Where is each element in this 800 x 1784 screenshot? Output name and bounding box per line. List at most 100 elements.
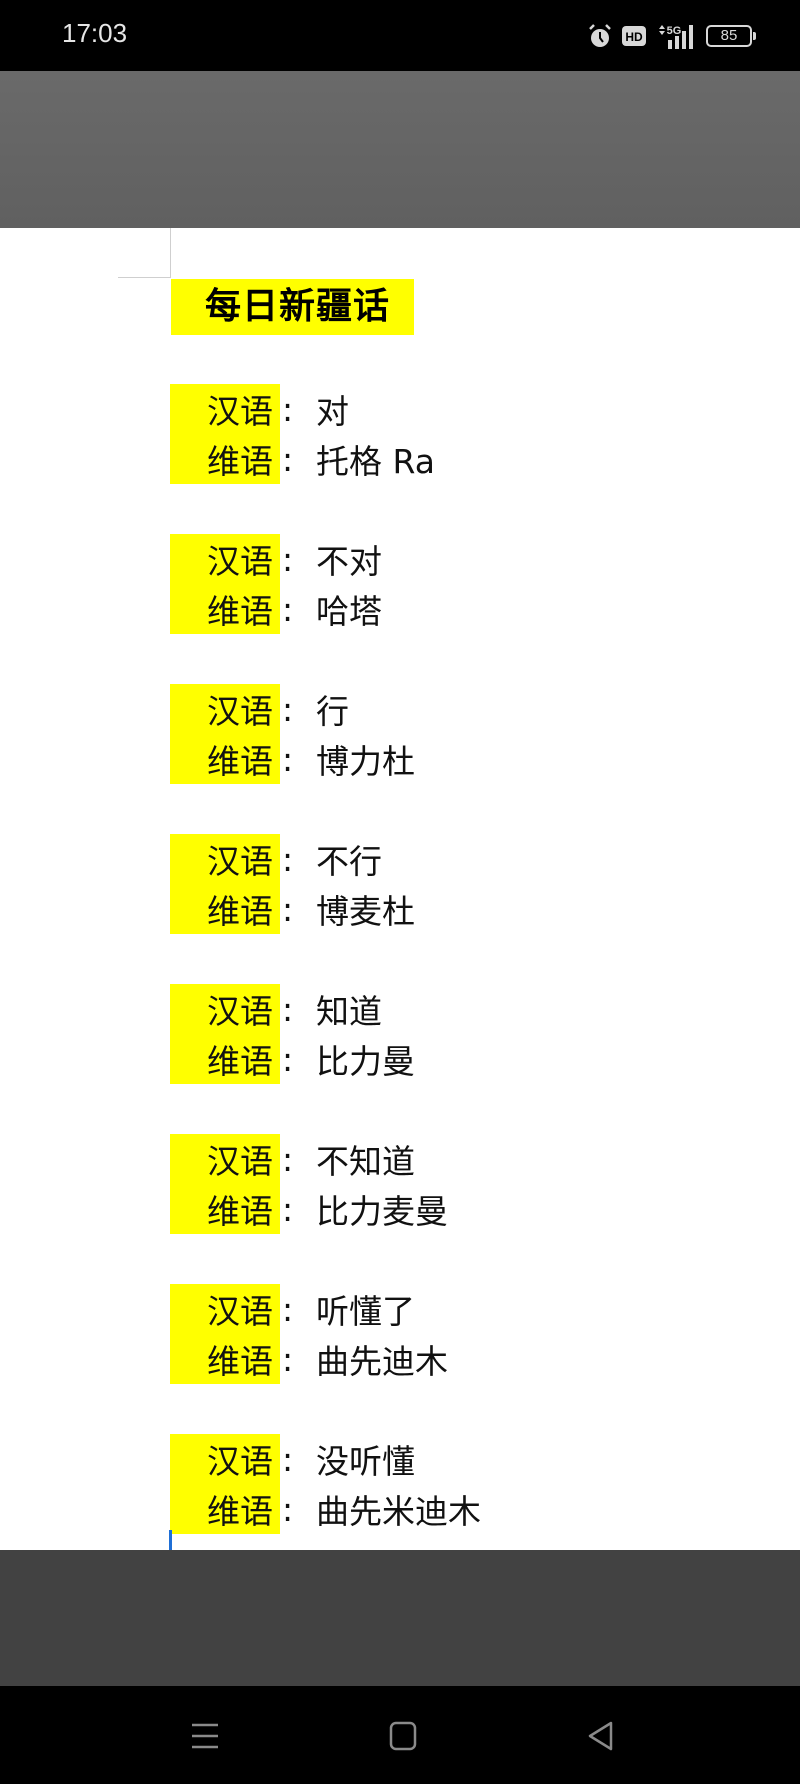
uyghur-value: 托格 Ra xyxy=(316,442,435,481)
chinese-row: 汉语 : 听懂了 xyxy=(170,1284,730,1334)
uyghur-value: 曲先迪木 xyxy=(316,1342,448,1381)
vocab-entry: 汉语 : 对 维语 : 托格 Ra xyxy=(170,384,730,484)
status-bar: 17:03 HD 5G xyxy=(0,0,800,71)
back-button[interactable] xyxy=(580,1716,620,1756)
vocab-entry: 汉语 : 没听懂 维语 : 曲先米迪木 xyxy=(170,1434,730,1534)
uyghur-label: 维语 xyxy=(207,742,273,781)
uyghur-row: 维语 : 比力曼 xyxy=(170,1034,730,1084)
chinese-label: 汉语 xyxy=(207,1292,273,1331)
colon: : xyxy=(282,1189,294,1229)
colon: : xyxy=(282,1039,294,1079)
chinese-label: 汉语 xyxy=(207,1442,273,1481)
label-highlight xyxy=(170,1284,280,1384)
battery-icon: 85 xyxy=(706,25,756,47)
chinese-row: 汉语 : 不知道 xyxy=(170,1134,730,1184)
hd-icon: HD xyxy=(622,26,646,46)
status-time: 17:03 xyxy=(62,18,128,48)
chinese-row: 汉语 : 不行 xyxy=(170,834,730,884)
colon: : xyxy=(282,389,294,429)
text-cursor xyxy=(169,1530,172,1550)
back-icon xyxy=(588,1721,613,1751)
uyghur-value: 哈塔 xyxy=(316,592,382,631)
uyghur-row: 维语 : 比力麦曼 xyxy=(170,1184,730,1234)
colon: : xyxy=(282,589,294,629)
uyghur-row: 维语 : 曲先迪木 xyxy=(170,1334,730,1384)
vocab-entry: 汉语 : 不对 维语 : 哈塔 xyxy=(170,534,730,634)
chinese-row: 汉语 : 知道 xyxy=(170,984,730,1034)
label-highlight xyxy=(170,1434,280,1534)
vocab-entry: 汉语 : 不知道 维语 : 比力麦曼 xyxy=(170,1134,730,1234)
uyghur-label: 维语 xyxy=(207,1492,273,1531)
document-page[interactable]: 每日新疆话 汉语 : 对 维语 : 托格 Ra 汉语 : 不对 xyxy=(0,228,800,1550)
uyghur-row: 维语 : 博麦杜 xyxy=(170,884,730,934)
colon: : xyxy=(282,1489,294,1529)
vocab-entry: 汉语 : 不行 维语 : 博麦杜 xyxy=(170,834,730,934)
chinese-row: 汉语 : 不对 xyxy=(170,534,730,584)
colon: : xyxy=(282,739,294,779)
label-highlight xyxy=(170,684,280,784)
vocabulary-list: 汉语 : 对 维语 : 托格 Ra 汉语 : 不对 维语 : 哈塔 xyxy=(170,384,730,1584)
uyghur-label: 维语 xyxy=(207,1042,273,1081)
bottom-toolbar-area xyxy=(0,1550,800,1686)
chinese-label: 汉语 xyxy=(207,992,273,1031)
chinese-row: 汉语 : 没听懂 xyxy=(170,1434,730,1484)
chinese-value: 不行 xyxy=(316,842,382,881)
page-margin-vertical xyxy=(170,228,171,278)
uyghur-label: 维语 xyxy=(207,592,273,631)
uyghur-value: 比力麦曼 xyxy=(316,1192,448,1231)
vocab-entry: 汉语 : 知道 维语 : 比力曼 xyxy=(170,984,730,1084)
alarm-icon xyxy=(588,23,612,49)
colon: : xyxy=(282,1339,294,1379)
menu-button[interactable] xyxy=(185,1716,225,1756)
document-title: 每日新疆话 xyxy=(171,279,414,335)
vocab-entry: 汉语 : 行 维语 : 博力杜 xyxy=(170,684,730,784)
uyghur-row: 维语 : 托格 Ra xyxy=(170,434,730,484)
colon: : xyxy=(282,1139,294,1179)
menu-icon xyxy=(192,1723,218,1749)
chinese-label: 汉语 xyxy=(207,1142,273,1181)
colon: : xyxy=(282,889,294,929)
chinese-row: 汉语 : 行 xyxy=(170,684,730,734)
label-highlight xyxy=(170,984,280,1084)
label-highlight xyxy=(170,834,280,934)
colon: : xyxy=(282,989,294,1029)
chinese-value: 对 xyxy=(316,392,349,431)
home-icon xyxy=(389,1721,417,1751)
uyghur-label: 维语 xyxy=(207,1192,273,1231)
toolbar-area xyxy=(0,71,800,228)
uyghur-label: 维语 xyxy=(207,442,273,481)
chinese-label: 汉语 xyxy=(207,842,273,881)
chinese-label: 汉语 xyxy=(207,542,273,581)
colon: : xyxy=(282,689,294,729)
chinese-value: 没听懂 xyxy=(316,1442,415,1481)
colon: : xyxy=(282,439,294,479)
chinese-value: 不对 xyxy=(316,542,382,581)
uyghur-value: 博力杜 xyxy=(316,742,415,781)
svg-text:HD: HD xyxy=(625,30,643,44)
chinese-value: 听懂了 xyxy=(316,1292,415,1331)
colon: : xyxy=(282,1439,294,1479)
vocab-entry: 汉语 : 听懂了 维语 : 曲先迪木 xyxy=(170,1284,730,1384)
navigation-bar xyxy=(0,1686,800,1784)
uyghur-row: 维语 : 哈塔 xyxy=(170,584,730,634)
label-highlight xyxy=(170,534,280,634)
chinese-row: 汉语 : 对 xyxy=(170,384,730,434)
uyghur-value: 曲先米迪木 xyxy=(316,1492,481,1531)
chinese-label: 汉语 xyxy=(207,692,273,731)
colon: : xyxy=(282,839,294,879)
chinese-value: 知道 xyxy=(316,992,382,1031)
uyghur-row: 维语 : 博力杜 xyxy=(170,734,730,784)
uyghur-label: 维语 xyxy=(207,1342,273,1381)
home-button[interactable] xyxy=(383,1716,423,1756)
uyghur-value: 比力曼 xyxy=(316,1042,415,1081)
5g-signal-icon: 5G xyxy=(656,23,696,49)
uyghur-value: 博麦杜 xyxy=(316,892,415,931)
status-icons: HD 5G 85 xyxy=(588,22,756,50)
uyghur-label: 维语 xyxy=(207,892,273,931)
label-highlight xyxy=(170,1134,280,1234)
chinese-value: 不知道 xyxy=(316,1142,415,1181)
label-highlight xyxy=(170,384,280,484)
colon: : xyxy=(282,539,294,579)
chinese-label: 汉语 xyxy=(207,392,273,431)
page-margin-horizontal xyxy=(118,277,170,278)
